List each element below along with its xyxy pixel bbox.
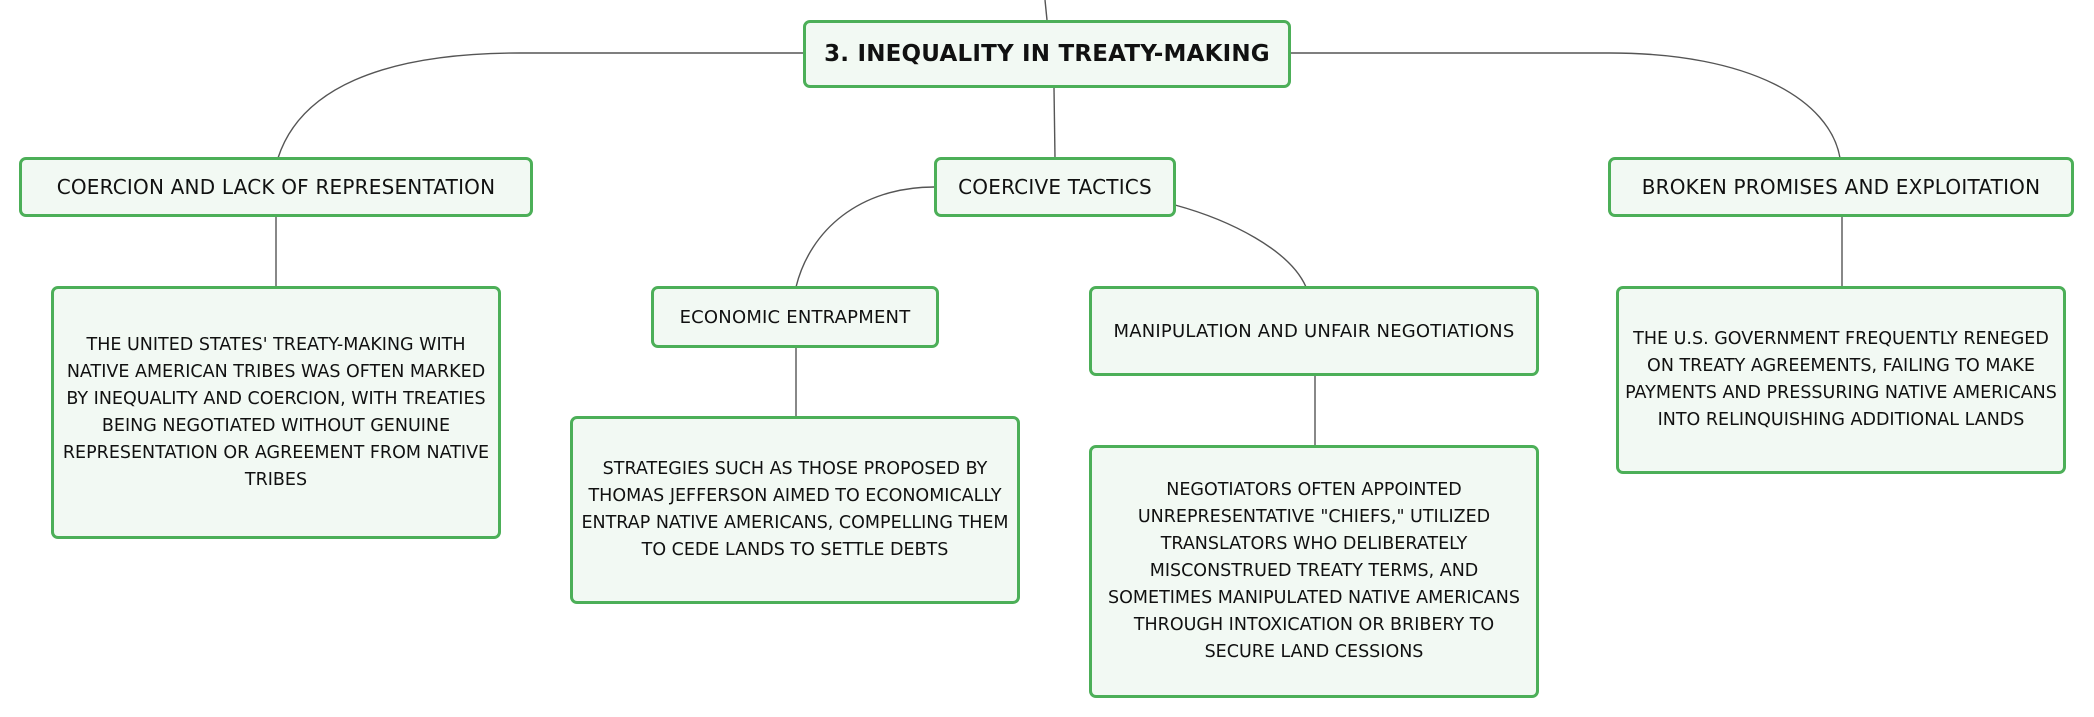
connector-root-coercion (277, 52, 803, 159)
detail-coercion[interactable]: THE UNITED STATES' TREATY-MAKING WITH NA… (51, 286, 501, 539)
connector-root-parent (1044, 0, 1048, 21)
detail-broken-promises[interactable]: THE U.S. GOVERNMENT FREQUENTLY RENEGED O… (1616, 286, 2066, 474)
detail-manipulation[interactable]: NEGOTIATORS OFTEN APPOINTED UNREPRESENTA… (1089, 445, 1539, 698)
connector-root-broken (1291, 52, 1841, 159)
root-title: 3. INEQUALITY IN TREATY-MAKING (824, 41, 1270, 67)
topic-coercion-lack-of-representation[interactable]: COERCION AND LACK OF REPRESENTATION (19, 157, 533, 217)
topic-broken-promises-exploitation[interactable]: BROKEN PROMISES AND EXPLOITATION (1608, 157, 2074, 217)
topic-coercive-tactics[interactable]: COERCIVE TACTICS (934, 157, 1176, 217)
topic-title: COERCIVE TACTICS (958, 175, 1152, 199)
subtopic-title: MANIPULATION AND UNFAIR NEGOTIATIONS (1113, 320, 1515, 342)
subtopic-title: ECONOMIC ENTRAPMENT (679, 306, 911, 328)
connector-tactics-manipulation (1174, 204, 1307, 288)
detail-text: STRATEGIES SUCH AS THOSE PROPOSED BY THO… (581, 459, 1009, 560)
topic-title: COERCION AND LACK OF REPRESENTATION (56, 175, 496, 199)
root-node[interactable]: 3. INEQUALITY IN TREATY-MAKING (803, 20, 1291, 88)
subtopic-manipulation-unfair-negotiations[interactable]: MANIPULATION AND UNFAIR NEGOTIATIONS (1089, 286, 1539, 376)
detail-text: NEGOTIATORS OFTEN APPOINTED UNREPRESENTA… (1108, 480, 1520, 662)
connector-root-tactics (1053, 87, 1056, 159)
subtopic-economic-entrapment[interactable]: ECONOMIC ENTRAPMENT (651, 286, 939, 348)
detail-text: THE UNITED STATES' TREATY-MAKING WITH NA… (62, 334, 490, 490)
detail-economic-entrapment[interactable]: STRATEGIES SUCH AS THOSE PROPOSED BY THO… (570, 416, 1020, 604)
connector-tactics-economic (795, 186, 935, 288)
topic-title: BROKEN PROMISES AND EXPLOITATION (1641, 175, 2041, 199)
detail-text: THE U.S. GOVERNMENT FREQUENTLY RENEGED O… (1625, 329, 2057, 430)
